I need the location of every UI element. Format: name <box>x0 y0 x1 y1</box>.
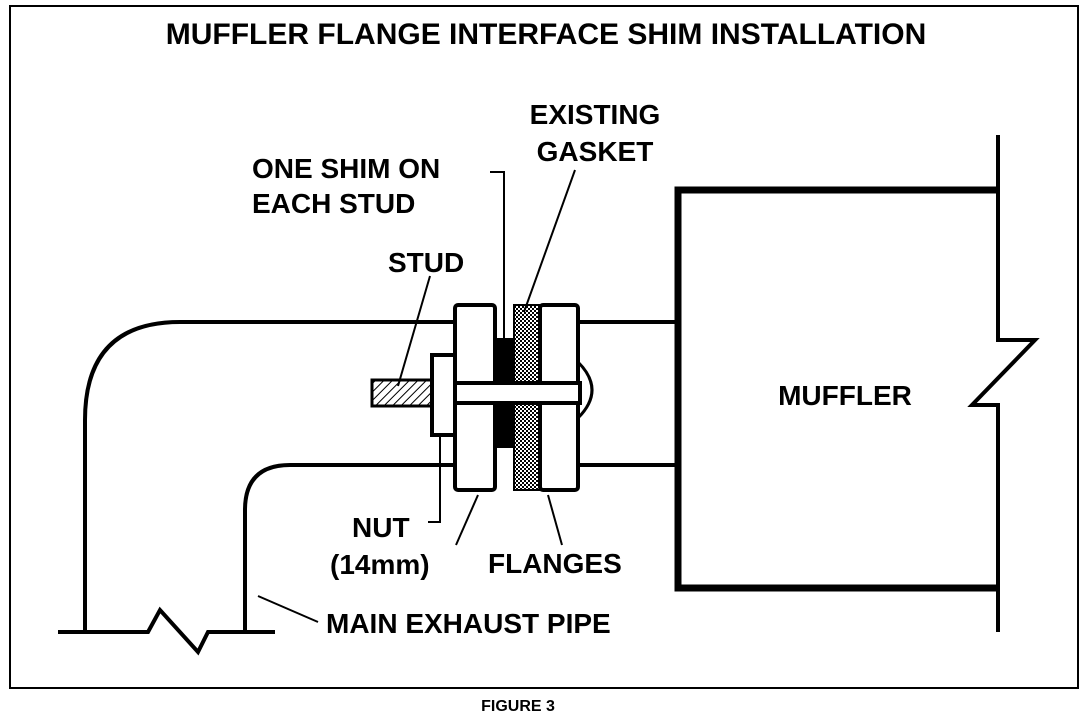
muffler-label: MUFFLER <box>778 380 912 411</box>
flanges-leader-left <box>455 494 479 546</box>
figure-border <box>9 5 1079 689</box>
main-exhaust-pipe-label: MAIN EXHAUST PIPE <box>326 608 611 639</box>
gasket-leader <box>523 169 576 313</box>
leader-lines <box>257 169 576 623</box>
figure-caption: FIGURE 3 <box>481 698 555 715</box>
nut-leader <box>428 436 441 523</box>
shim-leader <box>490 171 505 344</box>
nut <box>430 353 457 437</box>
main-exhaust-pipe <box>58 320 455 656</box>
stud-dome <box>576 360 594 420</box>
flanges-leader-right <box>547 494 563 546</box>
stud-label: STUD <box>388 247 464 278</box>
stud-threaded-end <box>370 378 434 408</box>
muffler-body <box>674 186 998 592</box>
figure-title: MUFFLER FLANGE INTERFACE SHIM INSTALLATI… <box>166 18 927 51</box>
shim-label-line1: ONE SHIM ON <box>252 153 440 184</box>
existing-gasket-label-line1: EXISTING <box>530 99 661 130</box>
flanges-label: FLANGES <box>488 548 622 579</box>
connecting-pipe <box>578 320 678 467</box>
exhaust-pipe-leader <box>257 595 319 623</box>
stud-leader <box>397 275 431 387</box>
nut-label-line2: (14mm) <box>330 549 430 580</box>
flange-assembly <box>370 303 594 492</box>
nut-label-line1: NUT <box>352 512 410 543</box>
muffler-break-line <box>967 135 1040 632</box>
existing-gasket-label-line2: GASKET <box>537 136 654 167</box>
shim-label-line2: EACH STUD <box>252 188 415 219</box>
